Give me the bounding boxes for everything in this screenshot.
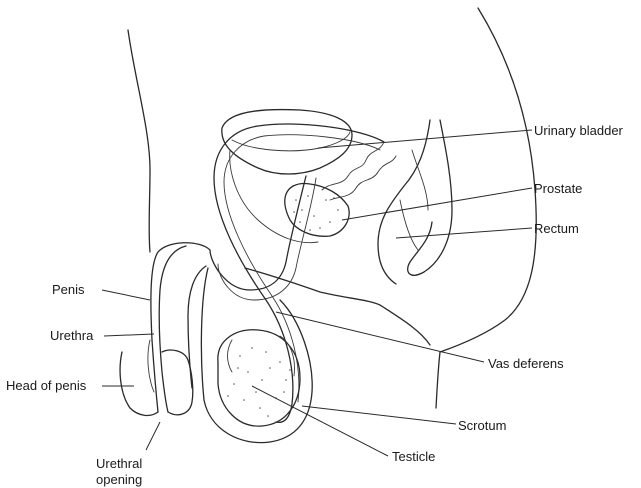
penis bbox=[120, 246, 206, 415]
label-urethra: Urethra bbox=[50, 328, 94, 343]
leader-testicle bbox=[252, 386, 388, 456]
label-prostate: Prostate bbox=[534, 181, 582, 196]
leader-rectum bbox=[396, 228, 532, 238]
leader-penis bbox=[102, 290, 150, 300]
prostate bbox=[285, 184, 349, 237]
label-urethral-opening-line2: opening bbox=[96, 472, 142, 487]
label-testicle: Testicle bbox=[392, 449, 435, 464]
leader-urethra bbox=[104, 334, 154, 336]
back-outline bbox=[436, 8, 536, 408]
leader-vas-deferens bbox=[276, 312, 484, 362]
leader-prostate bbox=[342, 188, 532, 220]
rectum bbox=[378, 120, 452, 284]
label-urinary-bladder: Urinary bladder bbox=[534, 123, 624, 138]
label-scrotum: Scrotum bbox=[458, 418, 506, 433]
label-rectum: Rectum bbox=[534, 221, 579, 236]
label-vas-deferens: Vas deferens bbox=[488, 356, 564, 371]
leader-scrotum bbox=[302, 406, 456, 424]
urinary-bladder bbox=[222, 110, 352, 243]
leader-urethral-opening bbox=[146, 422, 160, 450]
label-urethral-opening-line1: Urethral bbox=[96, 456, 142, 471]
testicle bbox=[218, 330, 300, 426]
label-head-of-penis: Head of penis bbox=[6, 378, 87, 393]
label-penis: Penis bbox=[52, 282, 85, 297]
head-of-penis bbox=[120, 350, 193, 415]
abdomen-outline bbox=[128, 30, 150, 252]
